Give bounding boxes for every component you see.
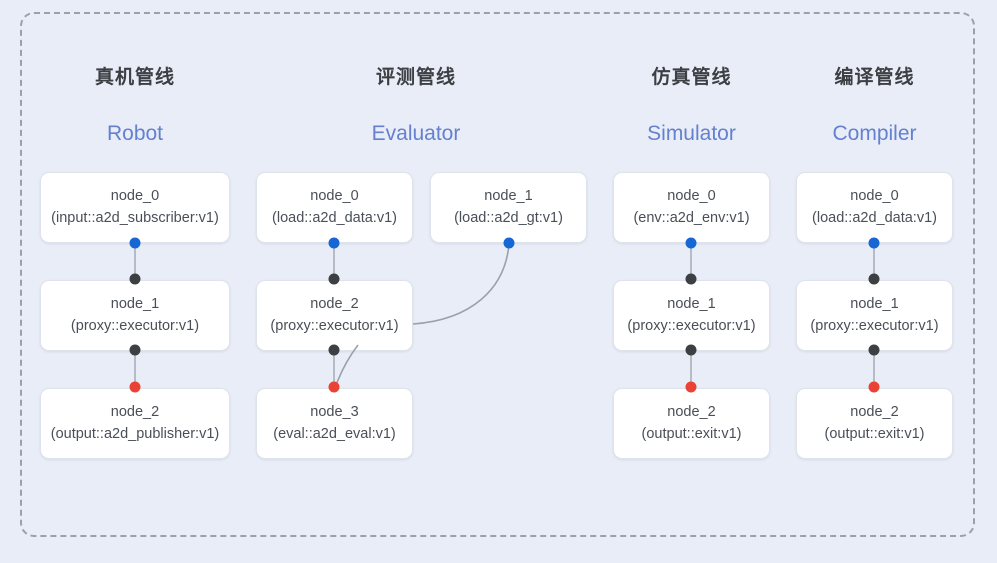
node-id-label: node_1 [667,296,716,313]
node-id-label: node_0 [667,188,716,205]
node-card[interactable]: node_0(env::a2d_env:v1) [613,172,770,243]
node-type-label: (output::a2d_publisher:v1) [50,425,220,442]
node-type-label: (env::a2d_env:v1) [633,209,750,226]
terminal-port-dot[interactable] [868,381,880,393]
node-card[interactable]: node_0(load::a2d_data:v1) [796,172,953,243]
pipeline-column-simulator: 仿真管线 Simulator [613,0,770,563]
node-id-label: node_1 [484,188,533,205]
node-id-label: node_0 [310,188,359,205]
output-port-dot[interactable] [129,237,141,249]
node-type-label: (proxy::executor:v1) [70,317,200,334]
node-id-label: node_1 [110,296,160,313]
node-type-label: (proxy::executor:v1) [627,317,756,334]
output-port-dot[interactable] [868,237,880,249]
pipeline-title-compiler: 编译管线 [834,67,915,88]
node-id-label: node_2 [850,404,899,421]
connector-line [134,243,136,279]
output-port-dot[interactable] [503,237,515,249]
input-port-dot[interactable] [868,344,880,356]
node-type-label: (output::exit:v1) [641,425,742,442]
input-port-dot[interactable] [685,344,697,356]
pipeline-column-robot: 真机管线 Robot [40,0,230,563]
input-port-dot[interactable] [328,344,340,356]
pipeline-title-robot: 真机管线 [94,67,175,88]
node-type-label: (proxy::executor:v1) [270,317,399,334]
pipeline-subtitle-evaluator: Evaluator [371,122,461,145]
pipeline-column-compiler: 编译管线 Compiler [796,0,953,563]
pipeline-title-evaluator: 评测管线 [375,67,456,88]
connector-line [333,243,335,279]
node-card[interactable]: node_3(eval::a2d_eval:v1) [256,388,413,459]
pipeline-subtitle-compiler: Compiler [832,122,917,145]
node-card[interactable]: node_1(proxy::executor:v1) [40,280,230,351]
connector-line [690,243,692,279]
output-port-dot[interactable] [328,237,340,249]
node-type-label: (load::a2d_data:v1) [812,209,937,226]
node-card[interactable]: node_2(output::exit:v1) [796,388,953,459]
terminal-port-dot[interactable] [685,381,697,393]
input-port-dot[interactable] [129,344,141,356]
connector-line [134,350,136,387]
node-id-label: node_3 [310,404,359,421]
node-card[interactable]: node_1(proxy::executor:v1) [613,280,770,351]
node-type-label: (input::a2d_subscriber:v1) [51,209,219,226]
terminal-port-dot[interactable] [328,381,340,393]
output-port-dot[interactable] [685,237,697,249]
pipeline-subtitle-simulator: Simulator [647,122,736,145]
input-port-dot[interactable] [868,273,880,285]
input-port-dot[interactable] [328,273,340,285]
node-id-label: node_1 [850,296,899,313]
node-type-label: (output::exit:v1) [824,425,925,442]
input-port-dot[interactable] [129,273,141,285]
node-card[interactable]: node_0(load::a2d_data:v1) [256,172,413,243]
pipeline-subtitle-robot: Robot [106,122,164,145]
node-id-label: node_2 [667,404,716,421]
node-card[interactable]: node_1(load::a2d_gt:v1) [430,172,587,243]
node-type-label: (proxy::executor:v1) [810,317,939,334]
node-card[interactable]: node_2(output::exit:v1) [613,388,770,459]
node-type-label: (load::a2d_data:v1) [272,209,397,226]
input-port-dot[interactable] [685,273,697,285]
node-type-label: (eval::a2d_eval:v1) [273,425,396,442]
node-card[interactable]: node_1(proxy::executor:v1) [796,280,953,351]
node-id-label: node_0 [110,188,160,205]
pipeline-column-evaluator: 评测管线 Evaluator [256,0,576,563]
node-card[interactable]: node_2(proxy::executor:v1) [256,280,413,351]
connector-line [690,350,692,387]
pipeline-title-simulator: 仿真管线 [651,67,732,88]
node-id-label: node_0 [850,188,899,205]
connector-line [873,243,875,279]
node-card[interactable]: node_0(input::a2d_subscriber:v1) [40,172,230,243]
node-id-label: node_2 [110,404,160,421]
node-id-label: node_2 [310,296,359,313]
connector-line [873,350,875,387]
node-card[interactable]: node_2(output::a2d_publisher:v1) [40,388,230,459]
connector-line [333,350,335,387]
terminal-port-dot[interactable] [129,381,141,393]
node-type-label: (load::a2d_gt:v1) [454,209,563,226]
